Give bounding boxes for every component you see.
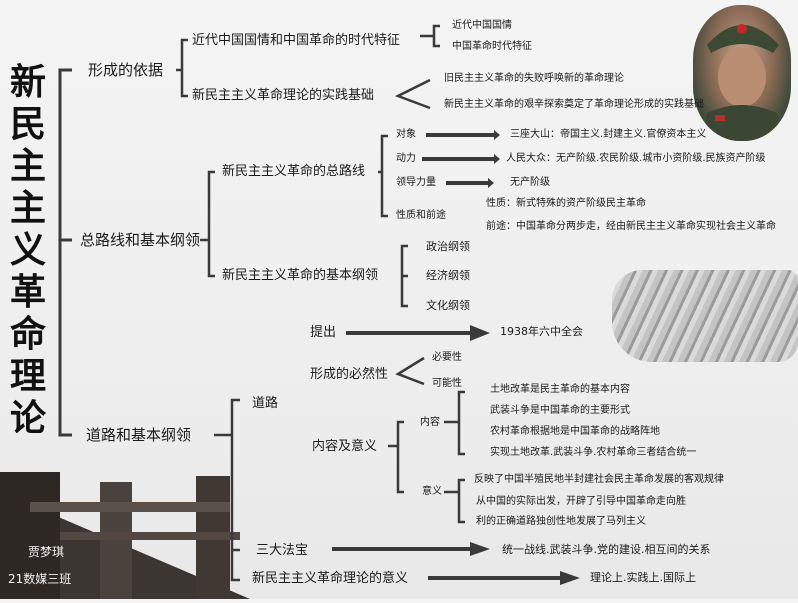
node-general-key: 对象 — [396, 129, 416, 140]
node-program-item: 文化纲领 — [426, 299, 470, 312]
node-practice-item: 新民主主义革命的艰辛探索奠定了革命理论形成的实践基础 — [444, 99, 704, 110]
title-char: 义 — [9, 229, 46, 271]
node-significance-value: 理论上.实践上.国际上 — [590, 571, 696, 584]
title-char: 命 — [9, 313, 46, 355]
relief-sculpture-image — [612, 270, 798, 362]
title-char: 民 — [9, 103, 46, 145]
node-program-item: 经济纲领 — [426, 269, 470, 282]
node-nature: 性质：新式特殊的资产阶级民主革命 — [486, 198, 646, 209]
node-proposal: 提出 — [310, 325, 337, 340]
node-era: 近代中国国情和中国革命的时代特征 — [192, 33, 401, 48]
node-future: 前途：中国革命分两步走，经由新民主主义革命实现社会主义革命 — [486, 221, 776, 232]
title-char: 新 — [9, 61, 46, 103]
node-meaning-item: 反映了中国半殖民地半封建社会民主革命发展的客观规律 — [474, 474, 724, 485]
node-content-item: 农村革命根据地是中国革命的战略阵地 — [490, 426, 660, 437]
node-general-line: 新民主主义革命的总路线 — [222, 164, 366, 179]
node-era-item: 近代中国国情 — [452, 20, 512, 31]
title-char: 主 — [9, 187, 46, 229]
node-content: 内容及意义 — [312, 439, 378, 454]
node-general-value: 三座大山：帝国主义.封建主义.官僚资本主义 — [510, 129, 707, 140]
node-content-label: 内容 — [420, 417, 440, 428]
node-general-value: 人民大众：无产阶级.农民阶级.城市小资阶级.民族资产阶级 — [506, 153, 766, 164]
node-content-item: 武装斗争是中国革命的主要形式 — [490, 405, 630, 416]
node-general-value: 无产阶级 — [510, 177, 550, 188]
node-magic-value: 统一战线.武装斗争.党的建设.相互间的关系 — [502, 543, 711, 556]
node-necessity-item: 可能性 — [432, 378, 462, 389]
node-practice-item: 旧民主主义革命的失败呼唤新的革命理论 — [444, 73, 624, 84]
node-content-item: 土地改革是民主革命的基本内容 — [490, 384, 630, 395]
title-char: 论 — [9, 397, 46, 439]
node-meaning-label: 意义 — [422, 486, 442, 497]
node-magic: 三大法宝 — [256, 543, 309, 558]
node-proposal-value: 1938年六中全会 — [500, 325, 583, 338]
node-general-key: 领导力量 — [396, 177, 436, 188]
node-general-key: 动力 — [396, 153, 416, 164]
node-meaning-item: 从中国的实际出发，开辟了引导中国革命走向胜 — [476, 496, 686, 507]
node-road: 道路和基本纲领 — [86, 426, 192, 444]
node-era-item: 中国革命时代特征 — [452, 41, 532, 52]
node-necessity-item: 必要性 — [432, 352, 462, 363]
node-general-key: 性质和前途 — [396, 210, 446, 221]
node-meaning-item: 利的正确道路独创性地发展了马列主义 — [476, 516, 646, 527]
node-formation: 形成的依据 — [88, 61, 164, 79]
portrait-image — [693, 5, 791, 141]
node-road-label: 道路 — [252, 396, 279, 411]
title-char: 主 — [9, 145, 46, 187]
title-char: 理 — [9, 355, 46, 397]
node-line: 总路线和基本纲领 — [80, 231, 201, 249]
node-content-item: 实现土地改革.武装斗争.农村革命三者结合统一 — [490, 447, 697, 458]
author-class: 21数媒三班 — [8, 572, 72, 586]
node-practice: 新民主主义革命理论的实践基础 — [192, 88, 375, 103]
node-necessity: 形成的必然性 — [310, 367, 389, 382]
stone-railing-image — [0, 472, 250, 599]
node-program-item: 政治纲领 — [426, 240, 470, 253]
node-program: 新民主主义革命的基本纲领 — [222, 268, 379, 283]
node-significance: 新民主主义革命理论的意义 — [252, 571, 409, 586]
author-name: 贾梦琪 — [28, 545, 65, 559]
title-char: 革 — [9, 271, 46, 313]
